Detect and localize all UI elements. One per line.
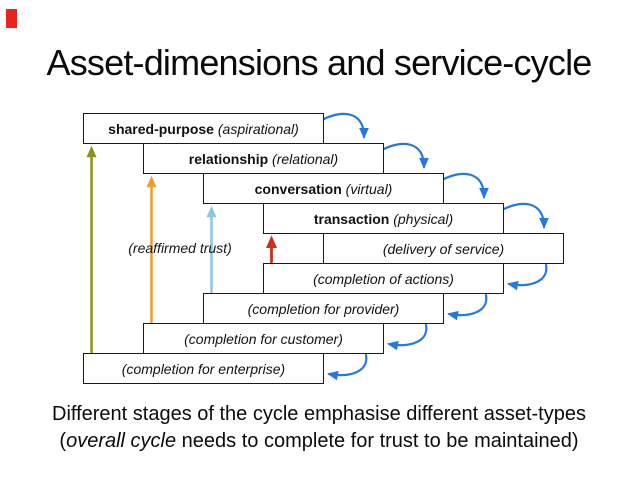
box-label-italic: (completion for customer): [184, 330, 343, 347]
box-conversation: conversation (virtual): [203, 173, 444, 204]
box-label-italic: (virtual): [345, 180, 393, 197]
caption-line2-italic: overall cycle: [66, 430, 177, 452]
box-completion-for-provider: (completion for provider): [203, 293, 444, 324]
box-transaction: transaction (physical): [263, 203, 504, 234]
corner-marker: [6, 9, 17, 28]
cycle-arrow-down-4: [502, 202, 549, 229]
box-completion-of-actions: (completion of actions): [263, 263, 504, 294]
caption-line2-open: (: [59, 430, 67, 452]
box-label-italic: (completion for provider): [247, 300, 400, 317]
cycle-arrow-down-1: [322, 112, 369, 139]
box-relationship: relationship (relational): [143, 143, 384, 174]
box-label-bold: shared-purpose: [108, 120, 214, 137]
box-label-bold: relationship: [188, 150, 269, 167]
cycle-arrow-return-4: [327, 353, 368, 381]
cycle-arrow-return-3: [387, 323, 428, 351]
box-label-bold: transaction: [313, 210, 390, 227]
box-delivery-of-service: (delivery of service): [323, 233, 564, 264]
cycle-arrow-down-2: [382, 142, 429, 169]
reaffirmed-trust-label: (reaffirmed trust): [128, 240, 232, 256]
cycle-arrow-down-3: [442, 172, 489, 199]
cycle-arrow-return-1: [507, 263, 548, 291]
slide-title: Asset-dimensions and service-cycle: [46, 42, 592, 83]
box-label-italic: (completion for enterprise): [121, 360, 286, 377]
box-label-italic: (completion of actions): [313, 270, 454, 287]
box-label-bold: conversation: [254, 180, 342, 197]
box-shared-purpose: shared-purpose (aspirational): [83, 113, 324, 144]
box-label-italic: (aspirational): [217, 120, 299, 137]
box-label-italic: (physical): [393, 210, 454, 227]
cycle-arrow-return-2: [447, 293, 488, 321]
box-completion-for-enterprise: (completion for enterprise): [83, 353, 324, 384]
caption-line2: (overall cycle needs to complete for tru…: [0, 428, 638, 455]
caption-line2-rest: needs to complete for trust to be mainta…: [176, 430, 579, 452]
caption: Different stages of the cycle emphasise …: [0, 401, 638, 455]
box-label-italic: (relational): [272, 150, 339, 167]
box-label-italic: (delivery of service): [382, 240, 505, 257]
caption-line1: Different stages of the cycle emphasise …: [52, 403, 586, 425]
box-completion-for-customer: (completion for customer): [143, 323, 384, 354]
